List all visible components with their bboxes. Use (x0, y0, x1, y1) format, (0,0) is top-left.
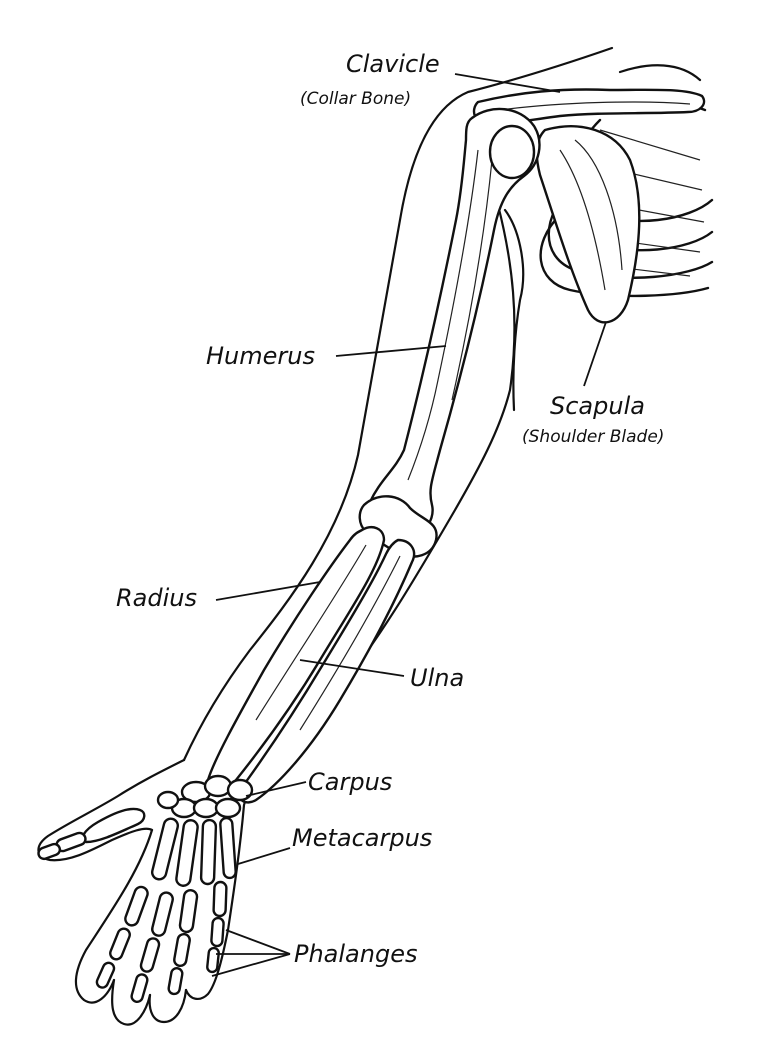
carpus-bones (156, 774, 254, 819)
phalanges-leader-3 (211, 953, 291, 977)
label-scapula-common: (Shoulder Blade) (522, 427, 664, 447)
label-radius: Radius (116, 584, 197, 612)
scapula-bone (535, 125, 641, 324)
label-ulna: Ulna (410, 664, 464, 692)
metacarpus-leader (237, 847, 291, 865)
label-phalanges: Phalanges (294, 940, 417, 968)
humerus-leader (335, 345, 447, 357)
radius-leader (215, 581, 321, 601)
label-carpus: Carpus (308, 768, 392, 796)
label-metacarpus: Metacarpus (292, 824, 432, 852)
leader-lines (211, 73, 607, 977)
carpus-leader (245, 781, 307, 797)
ulna-leader (299, 659, 405, 677)
label-clavicle-common: (Collar Bone) (300, 89, 411, 109)
clavicle-leader (454, 73, 561, 93)
phalanges-leader-1 (225, 929, 291, 955)
ulna-bone (237, 538, 416, 804)
scapula-leader (583, 321, 607, 387)
metacarpus-bones (81, 807, 237, 887)
label-scapula: Scapula (550, 392, 645, 420)
phalanges-bones (37, 831, 228, 1004)
label-humerus: Humerus (206, 342, 315, 370)
label-clavicle: Clavicle (346, 50, 440, 78)
labels: Clavicle (Collar Bone) Humerus Scapula (… (116, 50, 664, 968)
